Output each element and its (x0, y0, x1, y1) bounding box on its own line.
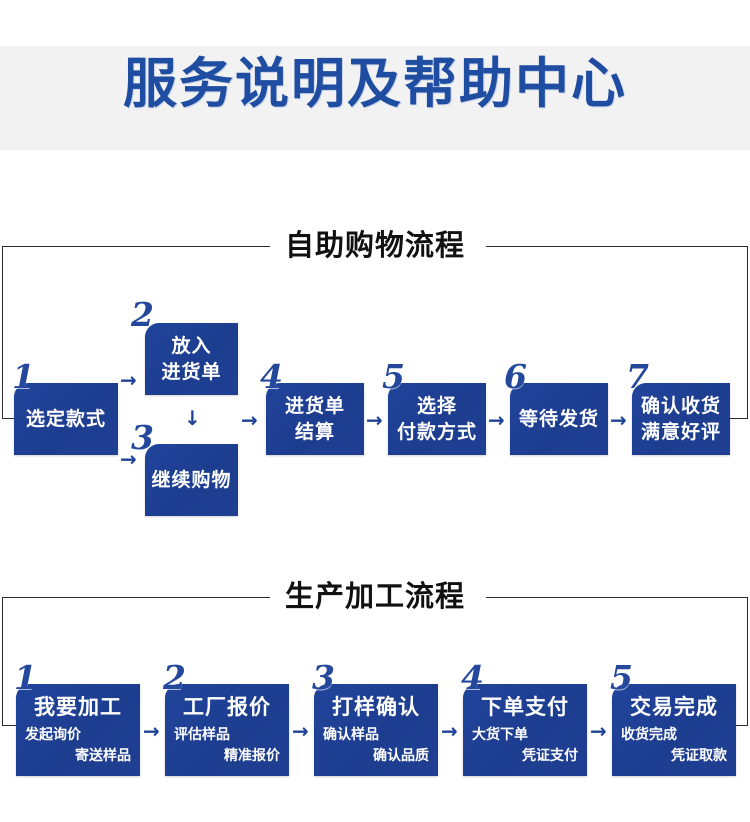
step-number-5-production: 5 (610, 658, 633, 697)
header-band (0, 46, 750, 150)
arrow-request-to-quote: → (143, 719, 160, 743)
frame-right-border-2 (747, 597, 748, 725)
arrow-quote-to-sample: → (292, 719, 309, 743)
arrow-add-to-continue: ↓ (184, 406, 201, 430)
arrow-sample-to-order: → (441, 719, 458, 743)
frame-right-border (747, 246, 748, 418)
step-number-4-shopping: 4 (260, 357, 283, 396)
frame-top-left-line-2 (2, 597, 270, 598)
step-number-6-shopping: 6 (504, 357, 527, 396)
flow-node-sample-confirm[interactable]: 打样确认 确认样品 确认品质 (314, 684, 438, 776)
flow-node-select-style[interactable]: 选定款式 (14, 383, 118, 455)
flow-node-place-order-pay[interactable]: 下单支付 大货下单 凭证支付 (463, 684, 587, 776)
step-number-3-production: 3 (312, 658, 335, 697)
flow-node-request-processing[interactable]: 我要加工 发起询价 寄送样品 (16, 684, 140, 776)
step-number-2-production: 2 (163, 658, 186, 697)
flow-node-transaction-complete[interactable]: 交易完成 收货完成 凭证取款 (612, 684, 736, 776)
section-production-processing: 生产加工流程 (2, 576, 748, 727)
frame-left-border (2, 246, 3, 418)
step-number-3-shopping: 3 (131, 418, 154, 457)
frame-left-foot-2 (2, 725, 24, 726)
arrow-continue-to-settlement: → (241, 408, 258, 432)
flow-node-add-to-order[interactable]: 放入 进货单 (145, 323, 238, 395)
step-number-4-production: 4 (461, 658, 484, 697)
arrow-payment-to-shipment: → (488, 408, 505, 432)
step-number-7-shopping: 7 (626, 357, 649, 396)
flow-node-confirm-receipt[interactable]: 确认收货 满意好评 (632, 383, 730, 455)
frame-top-right-line (486, 246, 748, 247)
section-legend-shopping: 自助购物流程 (2, 225, 748, 265)
flow-node-factory-quote[interactable]: 工厂报价 评估样品 精准报价 (165, 684, 289, 776)
step-number-2-shopping: 2 (131, 295, 154, 334)
section-legend-production: 生产加工流程 (2, 576, 748, 616)
step-number-1-production: 1 (14, 658, 37, 697)
arrow-order-to-complete: → (590, 719, 607, 743)
step-number-1-shopping: 1 (12, 357, 35, 396)
flow-node-continue-shopping[interactable]: 继续购物 (145, 444, 238, 516)
section-self-service-shopping: 自助购物流程 (2, 225, 748, 421)
arrow-shipment-to-confirm: → (610, 408, 627, 432)
arrow-select-to-add: → (120, 368, 137, 392)
frame-left-border-2 (2, 597, 3, 725)
flow-node-order-settlement[interactable]: 进货单 结算 (266, 383, 364, 455)
flow-node-choose-payment[interactable]: 选择 付款方式 (388, 383, 486, 455)
step-number-5-shopping: 5 (382, 357, 405, 396)
arrow-settlement-to-payment: → (366, 408, 383, 432)
page-title: 服务说明及帮助中心 (123, 52, 627, 115)
frame-top-left-line (2, 246, 270, 247)
flow-node-awaiting-shipment[interactable]: 等待发货 (510, 383, 608, 455)
arrow-select-to-continue: → (120, 447, 137, 471)
frame-top-right-line-2 (486, 597, 748, 598)
frame-left-foot (2, 418, 24, 419)
